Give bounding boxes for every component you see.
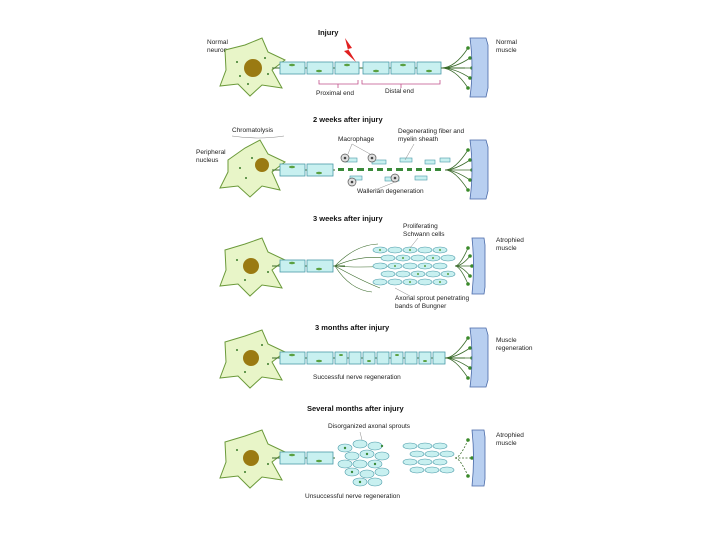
label-atrophied-1: Atrophied xyxy=(496,237,524,244)
panel-three-weeks: 3 weeks after injury Proliferating Schwa… xyxy=(219,214,524,310)
label-normal-neuron-2: neuron xyxy=(207,47,228,54)
label-axonal-sprout-1: Axonal sprout penetrating xyxy=(395,295,469,302)
label-proximal-end: Proximal end xyxy=(316,90,354,97)
neuron-nucleus xyxy=(244,59,262,77)
label-degenerating-2: myelin sheath xyxy=(398,136,438,143)
label-wallerian: Wallerian degeneration xyxy=(357,188,424,195)
label-atrophied-b-2: muscle xyxy=(496,440,517,447)
label-chromatolysis: Chromatolysis xyxy=(232,127,274,134)
label-atrophied-2: muscle xyxy=(496,245,517,252)
regenerated-muscle xyxy=(469,327,489,388)
label-axonal-sprout-2: bands of Bungner xyxy=(395,303,447,310)
muscle xyxy=(469,37,489,98)
title-several-months: Several months after injury xyxy=(307,404,405,413)
label-muscle-regen-1: Muscle xyxy=(496,337,517,344)
label-normal-neuron-1: Normal xyxy=(207,39,229,46)
label-disorganized: Disorganized axonal sprouts xyxy=(328,423,411,430)
neuron-nucleus xyxy=(243,450,259,466)
label-unsuccessful: Unsuccessful nerve regeneration xyxy=(305,493,400,500)
label-degenerating-1: Degenerating fiber and xyxy=(398,128,465,135)
label-muscle-regen-2: regeneration xyxy=(496,345,533,352)
panel-normal: Normal neuron Injury Normal muscle xyxy=(207,28,518,98)
label-macrophage: Macrophage xyxy=(338,136,375,143)
label-proliferating-2: Schwann cells xyxy=(403,231,445,238)
label-peripheral-nucleus-1: Peripheral xyxy=(196,149,226,156)
atrophied-muscle xyxy=(471,429,486,487)
title-three-weeks: 3 weeks after injury xyxy=(313,214,383,223)
injury-bolt-icon xyxy=(344,38,356,62)
panel-three-months: 3 months after injury Muscle regeneratio… xyxy=(219,323,533,389)
label-peripheral-nucleus-2: nucleus xyxy=(196,157,219,164)
panel-two-weeks: 2 weeks after injury Chromatolysis Perip… xyxy=(196,115,489,200)
label-normal-muscle-1: Normal xyxy=(496,39,518,46)
atrophied-muscle xyxy=(471,237,486,295)
title-three-months: 3 months after injury xyxy=(315,323,390,332)
label-injury: Injury xyxy=(318,28,339,37)
label-successful: Successful nerve regeneration xyxy=(313,374,401,381)
muscle xyxy=(469,139,489,200)
label-normal-muscle-2: muscle xyxy=(496,47,517,54)
title-two-weeks: 2 weeks after injury xyxy=(313,115,383,124)
degenerating-fiber xyxy=(338,168,441,171)
label-distal-end: Distal end xyxy=(385,88,414,95)
neuron-nucleus xyxy=(255,158,269,172)
panel-several-months: Several months after injury Disorganized… xyxy=(219,404,524,500)
neuron-cell-body xyxy=(219,139,286,198)
label-atrophied-b-1: Atrophied xyxy=(496,432,524,439)
neuron-nucleus xyxy=(243,258,259,274)
neuron-nucleus xyxy=(243,350,259,366)
myelin-sheath xyxy=(279,61,442,75)
myelin-sheath xyxy=(279,351,446,365)
schwann-cells xyxy=(372,246,456,286)
label-proliferating-1: Proliferating xyxy=(403,223,438,230)
disorganized-sprouts xyxy=(337,439,390,487)
